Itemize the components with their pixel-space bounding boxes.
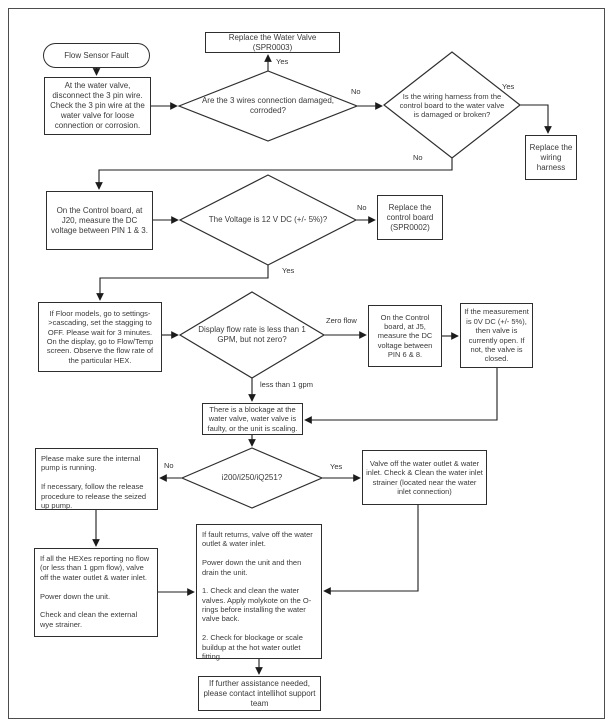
node-label: Replace the wiring harness xyxy=(529,142,573,172)
decision-wires-damaged-diamond xyxy=(177,70,359,142)
node-measure-j5-voltage: On the Control board, at J5, measure the… xyxy=(368,305,442,367)
node-check-3pin-wires: At the water valve, disconnect the 3 pin… xyxy=(44,77,151,135)
node-replace-control-board: Replace the control board (SPR0002) xyxy=(377,195,443,240)
decision-label: The Voltage is 12 V DC (+/- 5%)? xyxy=(208,215,328,225)
decision-voltage-diamond xyxy=(178,174,358,266)
node-label: On the Control board, at J20, measure th… xyxy=(51,205,148,235)
edge-valveopen-to-blockage xyxy=(304,368,498,424)
node-label: Please make sure the internal pump is ru… xyxy=(41,454,147,510)
node-floor-models-procedure: If Floor models, go to settings->cascadi… xyxy=(38,302,162,372)
node-label: Replace the Water Valve (SPR0003) xyxy=(228,32,317,52)
node-blockage-diagnosis: There is a blockage at the water valve, … xyxy=(202,403,303,435)
node-label: Flow Sensor Fault xyxy=(64,50,129,60)
node-label: There is a blockage at the water valve, … xyxy=(207,404,298,433)
node-label: On the Control board, at J5, measure the… xyxy=(377,312,433,360)
node-measure-j20-voltage: On the Control board, at J20, measure th… xyxy=(46,191,153,250)
node-label: At the water valve, disconnect the 3 pin… xyxy=(50,81,145,130)
node-start-flow-sensor-fault: Flow Sensor Fault xyxy=(43,43,150,68)
node-valve-open-closed-check: If the measurement is 0V DC (+/- 5%), th… xyxy=(460,303,533,368)
edge-label-yes: Yes xyxy=(330,462,343,471)
edge-label-yes: Yes xyxy=(282,266,295,275)
edge-label-less-than-1gpm: less than 1 gpm xyxy=(260,380,313,389)
node-hexes-no-flow-procedure: If all the HEXes reporting no flow (or l… xyxy=(34,548,158,637)
edge-label-zero-flow: Zero flow xyxy=(326,316,357,325)
node-label: If further assistance needed, please con… xyxy=(203,678,316,708)
edge-label-no: No xyxy=(351,87,361,96)
node-replace-wiring-harness: Replace the wiring harness xyxy=(525,135,577,180)
decision-harness-damaged: Is the wiring harness from the control b… xyxy=(398,66,506,144)
edge-d2-yes xyxy=(520,104,552,134)
edge-label-yes: Yes xyxy=(502,82,515,91)
node-label: If the measurement is 0V DC (+/- 5%), th… xyxy=(464,307,529,364)
node-label: Replace the control board (SPR0002) xyxy=(386,202,434,232)
node-valve-off-clean-strainer: Valve off the water outlet & water inlet… xyxy=(362,450,487,505)
edge-label-no: No xyxy=(413,153,423,162)
edge-valveoff-to-fault xyxy=(323,505,419,595)
decision-label: Display flow rate is less than 1 GPM, bu… xyxy=(198,325,306,344)
node-fault-returns-procedure: If fault returns, valve off the water ou… xyxy=(196,524,322,661)
edge-label-no: No xyxy=(357,203,367,212)
node-internal-pump-check: Please make sure the internal pump is ru… xyxy=(35,448,158,510)
decision-label: Is the wiring harness from the control b… xyxy=(399,91,505,119)
decision-label: i200/i250/iQ251? xyxy=(221,473,283,483)
decision-flow-rate-diamond xyxy=(178,291,326,379)
node-label: If Floor models, go to settings->cascadi… xyxy=(46,308,154,365)
decision-voltage-12v: The Voltage is 12 V DC (+/- 5%)? xyxy=(198,198,338,242)
decision-model-diamond xyxy=(180,447,324,509)
decision-flow-rate: Display flow rate is less than 1 GPM, bu… xyxy=(194,308,310,362)
decision-model-i200-i250-iq251: i200/i250/iQ251? xyxy=(197,469,307,487)
decision-label: Are the 3 wires connection damaged, corr… xyxy=(201,96,335,115)
edge-label-yes: Yes xyxy=(276,57,289,66)
edge-d2-no xyxy=(95,158,453,190)
node-label: If fault returns, valve off the water ou… xyxy=(202,530,313,661)
edge-label-no: No xyxy=(164,461,174,470)
node-contact-support: If further assistance needed, please con… xyxy=(198,676,321,711)
node-label: If all the HEXes reporting no flow (or l… xyxy=(40,554,150,629)
decision-wires-damaged: Are the 3 wires connection damaged, corr… xyxy=(190,85,346,127)
page-border xyxy=(8,8,605,719)
decision-harness-damaged-diamond xyxy=(383,51,521,159)
edge-d3-yes xyxy=(96,265,269,301)
node-label: Valve off the water outlet & water inlet… xyxy=(366,458,483,496)
node-replace-water-valve: Replace the Water Valve (SPR0003) xyxy=(205,32,340,53)
